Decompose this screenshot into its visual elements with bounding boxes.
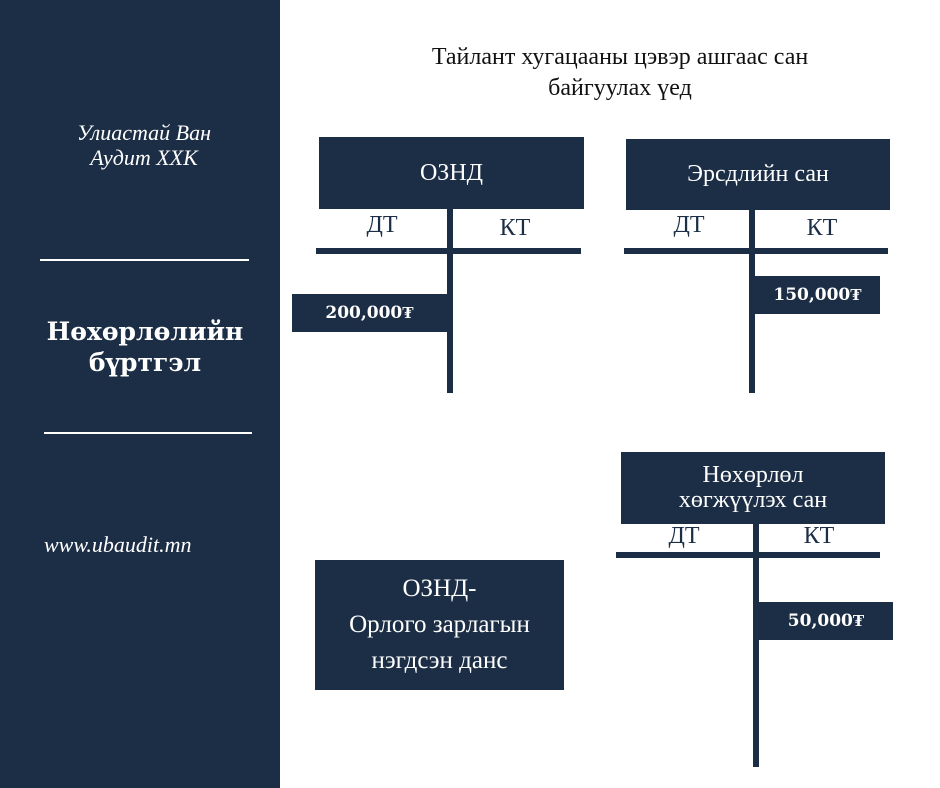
- account-risk-fund-header: Эрсдлийн сан: [626, 139, 890, 210]
- summary-account-label: ОЗНД- Орлого зарлагын нэгдсэн данс: [349, 575, 530, 674]
- account-risk-fund-vbar: [749, 210, 755, 393]
- sidebar-divider-top: [40, 259, 249, 261]
- account-ozhnd-kt-label: КТ: [499, 215, 531, 241]
- account-ozhnd-name: ОЗНД: [419, 159, 484, 186]
- account-dev-fund-dt-label: ДТ: [668, 523, 700, 549]
- account-ozhnd-vbar: [447, 209, 453, 393]
- account-dev-fund-header: Нөхөрлөл хөгжүүлэх сан: [621, 452, 885, 524]
- account-risk-fund-kt-label: КТ: [806, 215, 838, 241]
- sidebar-divider-bottom: [44, 432, 252, 434]
- sidebar: Улиастай Ван Аудит ХХК Нөхөрлөлийн бүртг…: [0, 0, 280, 788]
- account-dev-fund-kt-label: КТ: [803, 523, 835, 549]
- page-title: Тайлант хугацааны цэвэр ашгаас сан байгу…: [431, 44, 809, 101]
- summary-account-box: ОЗНД- Орлого зарлагын нэгдсэн данс: [315, 560, 564, 690]
- account-risk-fund-name: Эрсдлийн сан: [687, 161, 829, 187]
- account-dev-fund-hbar: [616, 552, 880, 558]
- account-ozhnd-header: ОЗНД: [319, 137, 584, 209]
- account-ozhnd-dt-label: ДТ: [366, 212, 398, 238]
- account-risk-fund-hbar: [624, 248, 888, 254]
- account-dev-fund-name: Нөхөрлөл хөгжүүлэх сан: [678, 462, 828, 513]
- account-risk-fund-dt-label: ДТ: [673, 212, 705, 238]
- account-ozhnd-dt-amount: 200,000₮: [292, 294, 447, 332]
- account-dev-fund-vbar: [753, 524, 759, 767]
- company-name: Улиастай Ван Аудит ХХК: [76, 120, 212, 170]
- account-risk-fund-kt-amount: 150,000₮: [755, 276, 880, 314]
- website-link[interactable]: www.ubaudit.mn: [44, 532, 192, 557]
- sidebar-title: Нөхөрлөлийн бүртгэл: [46, 317, 244, 377]
- account-dev-fund-kt-amount: 50,000₮: [759, 602, 893, 640]
